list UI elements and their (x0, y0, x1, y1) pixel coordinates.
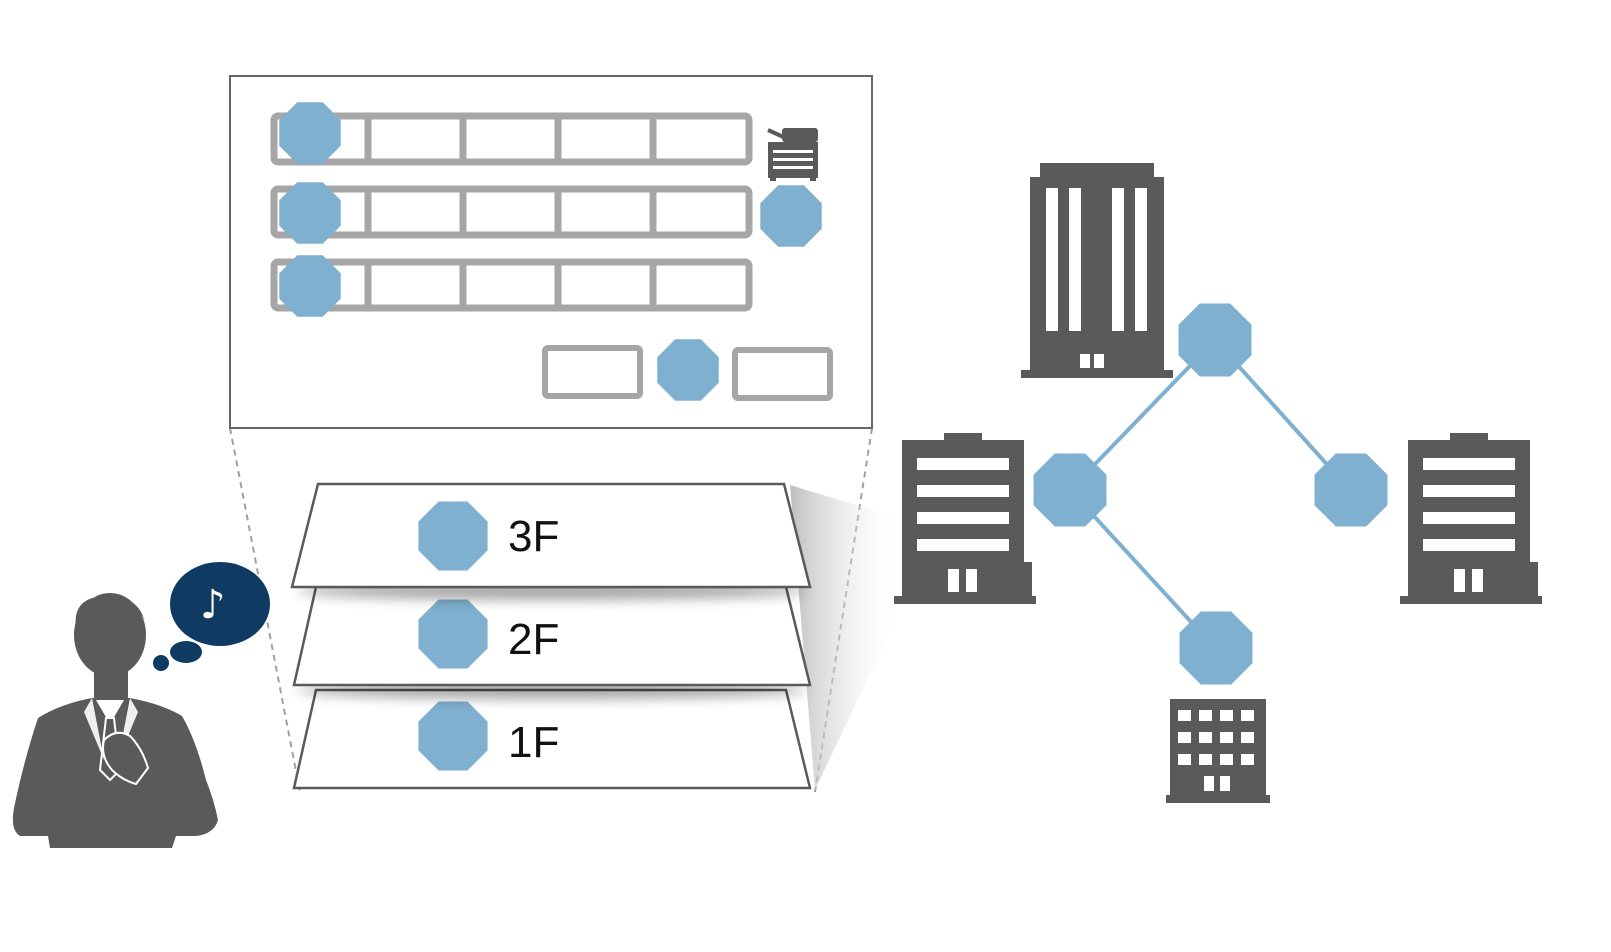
thought-bubble: ♪ (153, 562, 270, 671)
network-links (1068, 338, 1352, 650)
slot-row (270, 185, 753, 239)
building-icon (894, 433, 1036, 604)
building-icon (1400, 433, 1542, 604)
slot-box (732, 347, 833, 401)
octagon-node-icon (418, 701, 488, 771)
floor-detail-panel (229, 75, 873, 429)
floor-stack: 1F 2F 3F (290, 482, 812, 790)
floor-3f: 3F (290, 482, 812, 600)
octagon-node-icon (1178, 303, 1252, 377)
slot-row (270, 112, 753, 166)
businessman-icon (12, 593, 218, 848)
music-note-icon: ♪ (200, 582, 226, 628)
octagon-node-icon (760, 185, 822, 247)
zoom-projection-lines (229, 427, 873, 793)
octagon-node-icon (418, 599, 488, 669)
floor-label: 2F (508, 615, 559, 664)
zoom-wedge (790, 485, 905, 790)
slot-row (270, 258, 753, 312)
slot-box (542, 345, 643, 399)
octagon-node-icon (279, 255, 341, 317)
floor-2f: 2F (292, 585, 812, 699)
octagon-node-icon (279, 102, 341, 164)
office-building-icon (1021, 163, 1173, 378)
octagon-node-icon (657, 339, 719, 401)
floor-1f: 1F (292, 688, 812, 790)
octagon-node-icon (418, 501, 488, 571)
octagon-node-icon (1314, 453, 1388, 527)
printer-icon (767, 128, 818, 181)
building-icon (1166, 699, 1270, 803)
octagon-node-icon (1179, 611, 1253, 685)
floor-label: 1F (508, 718, 559, 767)
octagon-node-icon (279, 182, 341, 244)
floor-label: 3F (508, 512, 559, 561)
octagon-node-icon (1033, 453, 1107, 527)
